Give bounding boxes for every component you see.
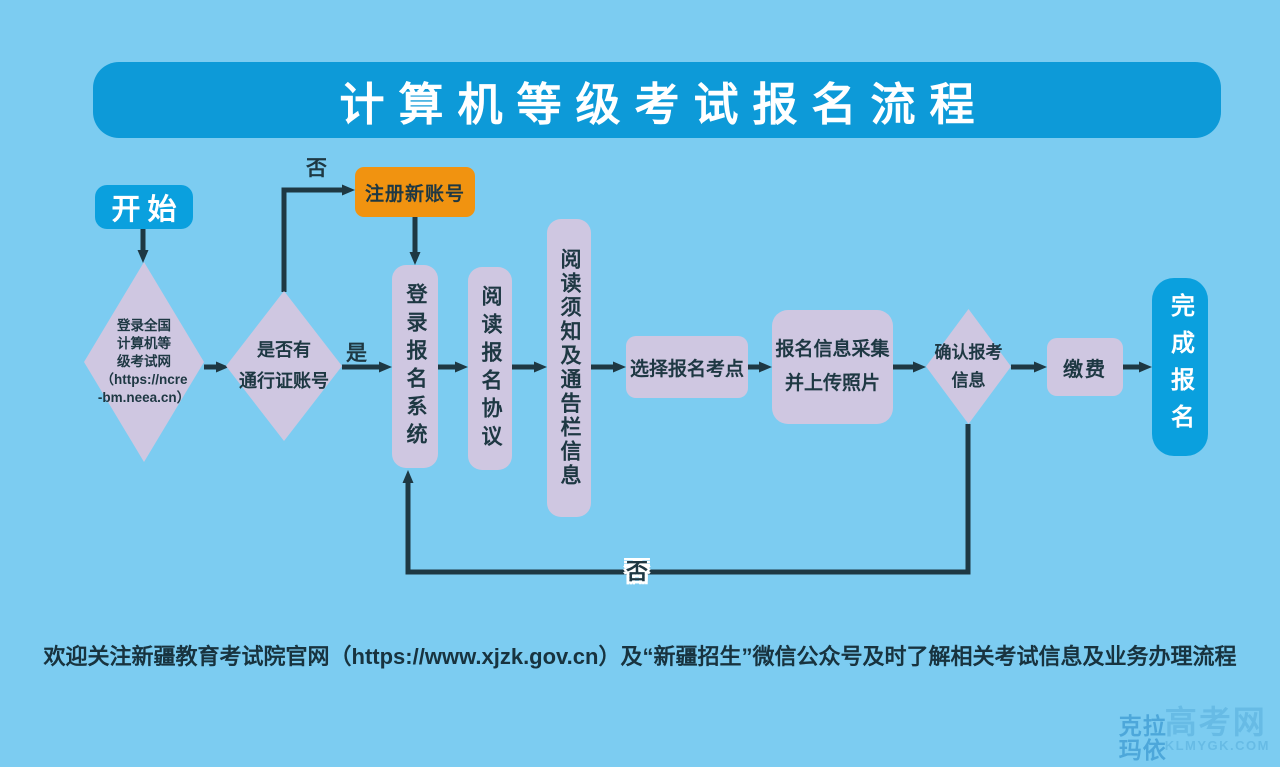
watermark-city-line2: 玛依 (1118, 737, 1167, 764)
node-confirm-info-label: 确认报考 信息 (934, 343, 1003, 390)
watermark-site-name: 高考网 (1164, 704, 1267, 741)
arrow-no-to-register (281, 184, 355, 292)
node-select-exam-site: 选择报名考点 (626, 336, 748, 398)
node-register-label: 注册新账号 (364, 183, 465, 205)
node-read-notice: 阅读须知及通告栏信息 (547, 219, 591, 517)
page-title: 计算机等级考试报名流程 (339, 78, 989, 130)
watermark-city-line1: 克拉 (1118, 713, 1167, 740)
node-finish-registration: 完成报名 (1152, 278, 1208, 456)
node-read-notice-label: 阅读须知及通告栏信息 (558, 248, 581, 488)
node-login-registration-system: 登录报名系统 (392, 265, 438, 468)
node-start-label: 开始 (111, 194, 184, 226)
watermark-city-name: 克拉 玛依 (1118, 713, 1167, 764)
node-read-agreement-label: 阅读报名协议 (479, 284, 502, 453)
node-pay: 缴费 (1047, 338, 1123, 396)
footer-note: 欢迎关注新疆教育考试院官网（https://www.xjzk.gov.cn）及“… (43, 644, 1237, 669)
node-register-new-account: 注册新账号 (355, 167, 475, 217)
node-select-site-label: 选择报名考点 (629, 358, 744, 380)
node-finish-label: 完成报名 (1166, 293, 1194, 441)
title-banner: 计算机等级考试报名流程 (93, 62, 1221, 138)
watermark: 克拉 玛依 高考网 KLMYGK.COM (1119, 706, 1270, 763)
edge-label-no-loop: 否 (626, 559, 649, 584)
node-pay-label: 缴费 (1063, 358, 1107, 381)
node-collect-info-upload-photo: 报名信息采集 并上传照片 (772, 310, 893, 424)
watermark-site-block: 高考网 KLMYGK.COM (1165, 706, 1270, 752)
node-start: 开始 (95, 185, 193, 229)
edge-label-yes-login: 是 (346, 342, 367, 365)
watermark-domain: KLMYGK.COM (1164, 738, 1270, 754)
edge-label-no-register: 否 (306, 157, 327, 180)
node-login-system-label: 登录报名系统 (404, 282, 427, 451)
node-read-agreement: 阅读报名协议 (468, 267, 512, 470)
node-has-account-label: 是否有 通行证账号 (239, 339, 329, 392)
node-login-site-label: 登录全国 计算机等 级考试网 （https://ncre -bm.neea.cn… (97, 318, 191, 405)
